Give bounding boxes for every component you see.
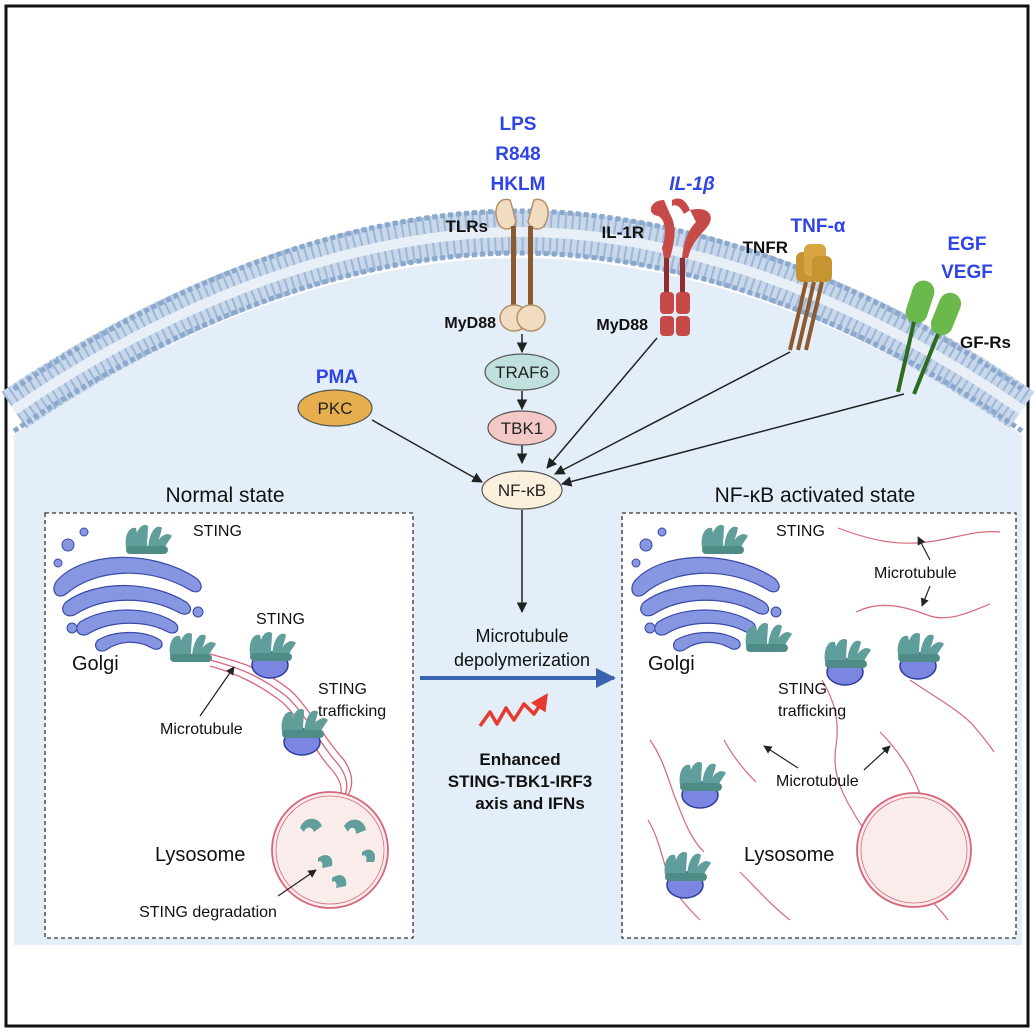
node-pkc: PKC xyxy=(297,389,373,427)
ligand-hklm: HKLM xyxy=(491,174,546,195)
nfkb-label: NF-κB xyxy=(498,481,546,500)
activated-mt-top-pointer-up xyxy=(917,536,931,561)
label-myd88-tlr: MyD88 xyxy=(444,315,496,332)
normal-trafficking-line1: STING xyxy=(318,681,367,698)
label-tnfr: TNFR xyxy=(743,238,788,257)
cell-membrane xyxy=(1,208,1035,434)
pkc-label: PKC xyxy=(318,399,353,418)
normal-state-title: Normal state xyxy=(165,484,284,507)
activated-mt-bottom-pointer-left xyxy=(763,745,799,769)
activated-trafficking-line2: trafficking xyxy=(778,703,846,720)
activated-microtubule-top-label: Microtubule xyxy=(874,565,957,582)
activated-golgi xyxy=(631,527,782,652)
activated-mt-bottom-pointer-right xyxy=(863,745,891,771)
activated-sting-top-label: STING xyxy=(776,523,825,540)
activated-golgi-label: Golgi xyxy=(648,653,695,675)
normal-golgi-label: Golgi xyxy=(72,653,119,675)
node-tbk1: TBK1 xyxy=(487,410,557,446)
activated-microtubule-bottom-label: Microtubule xyxy=(776,773,859,790)
ligand-vegf: VEGF xyxy=(941,262,993,283)
label-myd88-il1r: MyD88 xyxy=(596,317,648,334)
ligand-r848: R848 xyxy=(495,144,540,165)
label-tlrs: TLRs xyxy=(446,217,489,236)
ligand-il1b: IL-1β xyxy=(669,174,715,195)
enhanced-line2: STING-TBK1-IRF3 xyxy=(448,772,593,791)
zigzag-enhanced-icon xyxy=(478,693,548,728)
node-traf6: TRAF6 xyxy=(484,353,560,391)
activated-mt-top-pointer-down xyxy=(920,585,931,607)
activated-trafficking-line1: STING xyxy=(778,681,827,698)
normal-degradation-label: STING degradation xyxy=(139,904,277,921)
activated-lysosome-inner xyxy=(860,796,968,904)
mt-depoly-line2: depolymerization xyxy=(454,650,590,670)
gfr-receptor xyxy=(896,280,962,395)
activated-state-title: NF-κB activated state xyxy=(715,484,916,507)
normal-lysosome-label: Lysosome xyxy=(155,844,245,866)
normal-lysosome xyxy=(271,791,389,909)
tbk1-label: TBK1 xyxy=(501,419,544,438)
ligand-egf: EGF xyxy=(947,234,986,255)
signal-arrows xyxy=(371,334,905,614)
activated-lysosome-label: Lysosome xyxy=(744,844,834,866)
normal-degradation-pointer xyxy=(277,869,317,897)
tlr-receptor xyxy=(495,198,549,332)
ligand-pma: PMA xyxy=(316,367,359,388)
normal-sting-mid-label: STING xyxy=(256,611,305,628)
label-il1r: IL-1R xyxy=(602,223,645,242)
enhanced-line3: axis and IFNs xyxy=(475,794,585,813)
normal-sting-top-label: STING xyxy=(193,523,242,540)
ligand-tnfa: TNF-α xyxy=(791,216,846,237)
mt-depoly-line1: Microtubule xyxy=(475,626,568,646)
activated-lysosome xyxy=(856,792,972,908)
node-nfkb: NF-κB xyxy=(481,470,563,510)
enhanced-line1: Enhanced xyxy=(479,750,560,769)
normal-trafficking-line2: trafficking xyxy=(318,703,386,720)
normal-microtubule-label: Microtubule xyxy=(160,721,243,738)
tnfr-receptor xyxy=(788,244,832,351)
il1r-receptor xyxy=(650,198,711,336)
normal-golgi xyxy=(53,527,204,652)
ligand-lps: LPS xyxy=(500,114,537,135)
normal-microtubule-pointer xyxy=(199,666,235,717)
label-gfrs: GF-Rs xyxy=(960,333,1011,352)
traf6-label: TRAF6 xyxy=(495,363,549,382)
